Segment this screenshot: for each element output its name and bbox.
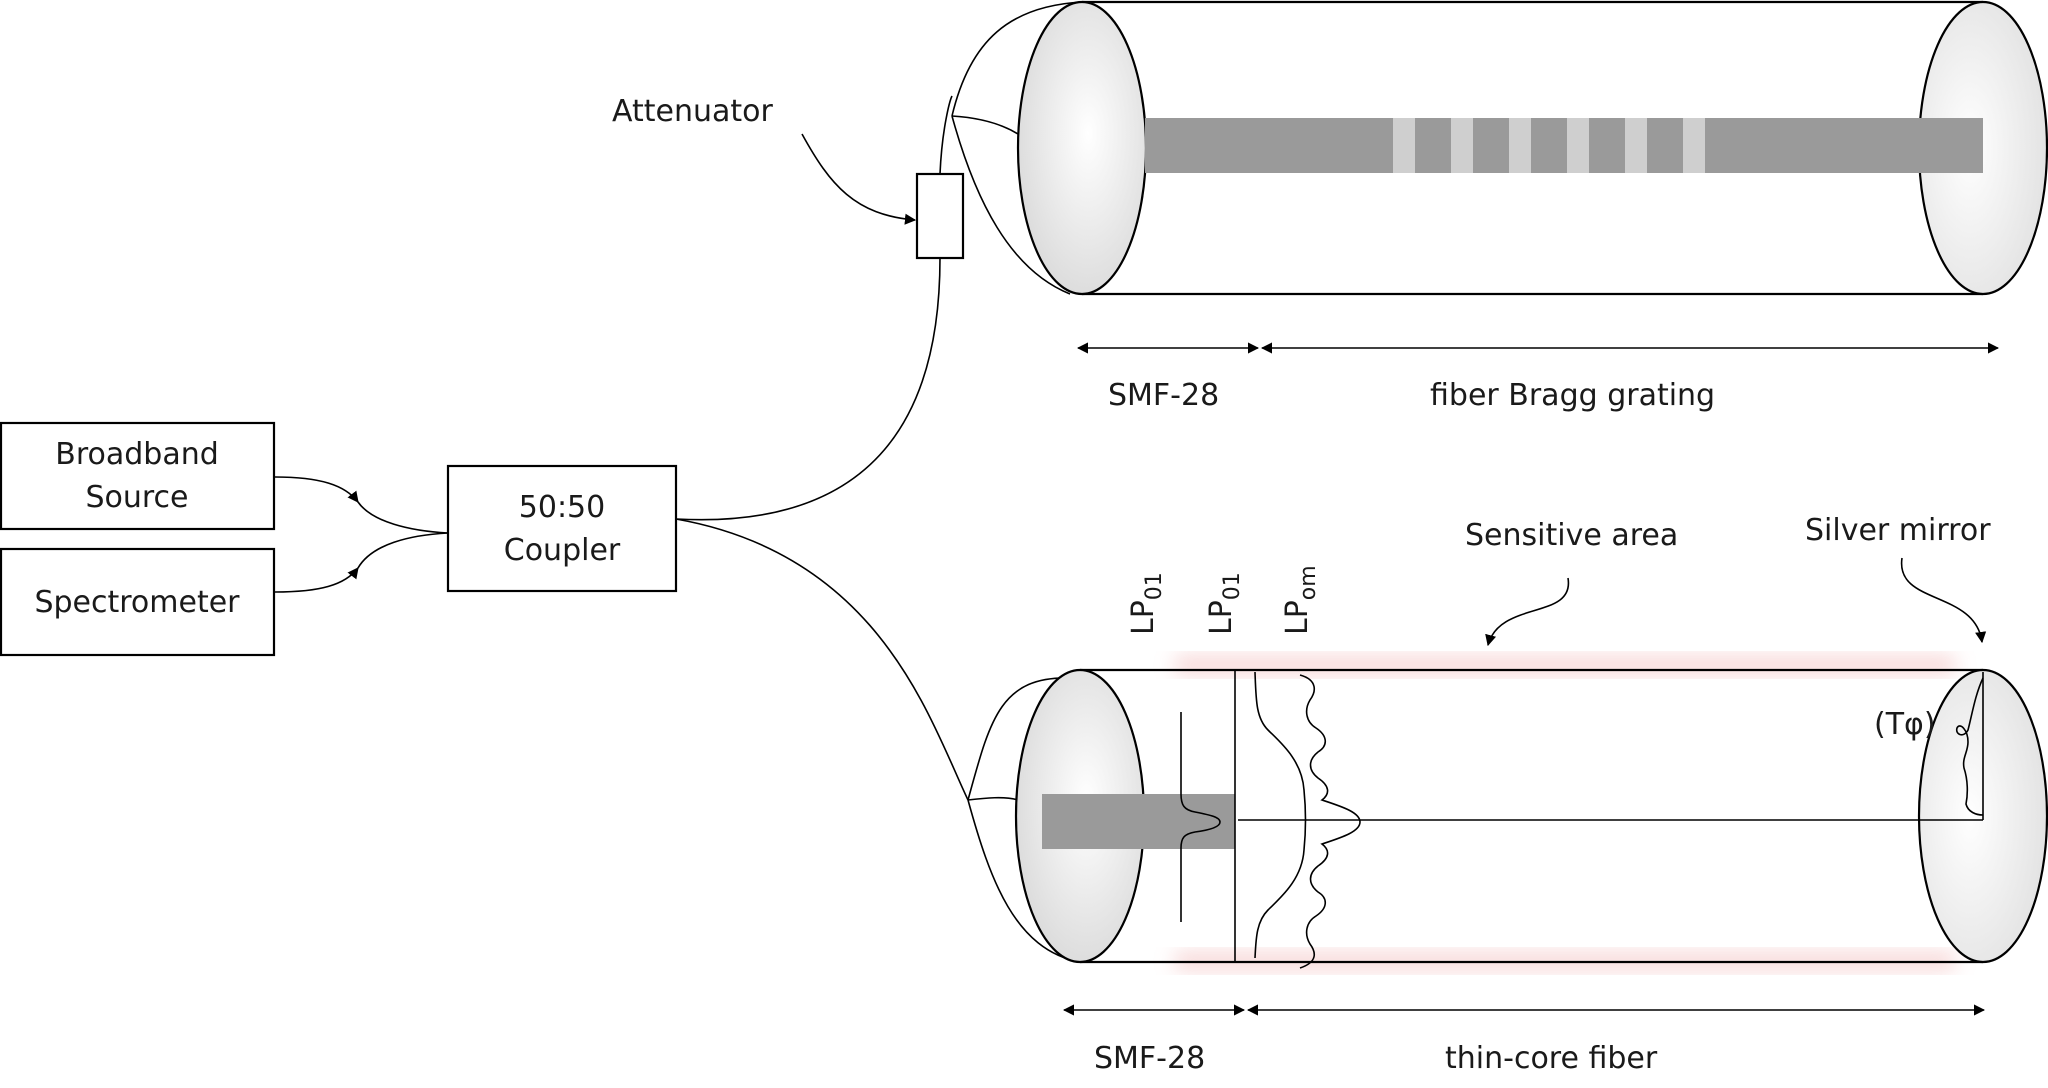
broadband-source-label-line2: Source xyxy=(85,480,188,515)
coupler-label-line2: Coupler xyxy=(504,533,621,568)
silver-mirror-label: Silver mirror xyxy=(1805,513,1991,548)
silver-mirror-pointer-arrow xyxy=(1900,557,1987,644)
thin-core-fiber-label: thin-core fiber xyxy=(1445,1041,1658,1076)
attenuator-pointer-arrow xyxy=(801,133,917,225)
svg-text:LPom: LPom xyxy=(1280,565,1321,635)
fbg-sensor xyxy=(1016,0,2048,296)
fbg-input-fiber-mid xyxy=(951,115,1019,135)
thin-core-input-fiber-top xyxy=(967,677,1071,801)
fbg-input-fiber-bottom xyxy=(951,115,1071,295)
broadband-source-label-line1: Broadband xyxy=(55,437,219,472)
svg-text:LP01: LP01 xyxy=(1204,572,1245,635)
mode-label-lpom: LPom xyxy=(1280,565,1321,635)
attenuator-label: Attenuator xyxy=(612,94,774,129)
fiber-to-fbg-sensor xyxy=(675,257,941,521)
fbg-fiber-core xyxy=(1145,118,1983,173)
spectrometer-label: Spectrometer xyxy=(34,585,240,620)
spectrometer-box: Spectrometer xyxy=(0,547,276,657)
coupler-label-line1: 50:50 xyxy=(519,490,605,525)
attenuator-fiber-up xyxy=(939,95,953,175)
mode-profile-lp01-thin-core xyxy=(1254,671,1307,959)
sensitive-area-glow-top xyxy=(1175,658,1955,672)
fbg-grating-bands xyxy=(1393,118,1705,173)
phase-term-label: (Tφ) xyxy=(1874,707,1936,742)
thin-core-input-fiber-bottom xyxy=(967,799,1081,963)
thin-core-input-fiber-mid xyxy=(967,796,1019,801)
broadband-source-box: Broadband Source xyxy=(0,421,276,531)
fbg-input-fiber-top xyxy=(951,1,1083,117)
attenuator-box xyxy=(915,172,965,260)
mode-label-lp01-thin-core: LP01 xyxy=(1204,572,1245,635)
mirror-reflection-profile xyxy=(1955,677,1984,816)
svg-text:LP01: LP01 xyxy=(1126,572,1167,635)
fbg-smf-label: SMF-28 xyxy=(1108,378,1219,413)
source-to-coupler-arrow xyxy=(274,476,359,503)
source-coupler-fiber xyxy=(357,501,449,534)
coupler-spectrometer-fiber xyxy=(357,532,449,569)
thin-core-sensor xyxy=(1014,668,2048,964)
mode-profile-lpom xyxy=(1299,674,1361,969)
fbg-grating-label: fiber Bragg grating xyxy=(1430,378,1715,413)
coupler-box: 50:50 Coupler xyxy=(446,464,678,593)
sensitive-area-label: Sensitive area xyxy=(1465,518,1678,553)
fbg-input-face xyxy=(1016,0,1148,296)
mode-label-lp01-smf: LP01 xyxy=(1126,572,1167,635)
thin-core-smf-label: SMF-28 xyxy=(1094,1041,1205,1076)
sensitive-area-pointer-arrow xyxy=(1485,577,1570,647)
fiber-to-thin-core-sensor xyxy=(675,518,969,801)
smf-core xyxy=(1042,794,1235,849)
mode-profile-lp01-smf xyxy=(1180,712,1221,922)
coupler-to-spectrometer-arrow xyxy=(274,567,359,593)
